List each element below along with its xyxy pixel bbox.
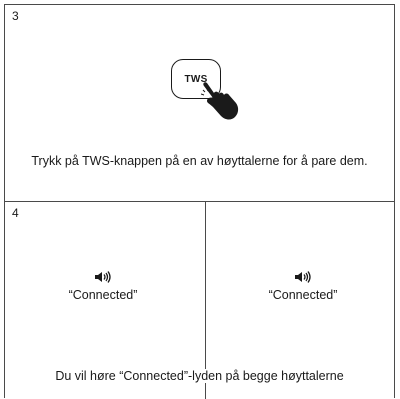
step-4-caption-wrap: Du vil høre “Connected”-lyden på begge h… — [5, 369, 394, 383]
step-4-caption: Du vil høre “Connected”-lyden på begge h… — [51, 369, 348, 383]
speaker-right: “Connected” — [213, 270, 393, 302]
step-3-panel: 3 TWS Trykk på TWS-knappen på en av høyt… — [4, 4, 395, 202]
speaker-right-label: “Connected” — [268, 288, 338, 302]
speaker-left-label: “Connected” — [68, 288, 138, 302]
step-number: 3 — [12, 9, 19, 23]
speaker-sound-icon — [295, 271, 311, 283]
column-divider — [205, 202, 206, 399]
speaker-left: “Connected” — [13, 270, 193, 302]
speaker-sound-icon — [95, 271, 111, 283]
step-number: 4 — [12, 206, 19, 220]
tws-button: TWS — [171, 59, 221, 99]
step-4-panel: 4 “Connected” “Connected” Du vil høre “C… — [4, 201, 395, 399]
hand-pointer-icon — [201, 82, 239, 120]
tws-illustration: TWS — [171, 59, 241, 123]
step-3-caption: Trykk på TWS-knappen på en av høyttalern… — [31, 154, 368, 168]
tws-button-label: TWS — [184, 73, 208, 85]
